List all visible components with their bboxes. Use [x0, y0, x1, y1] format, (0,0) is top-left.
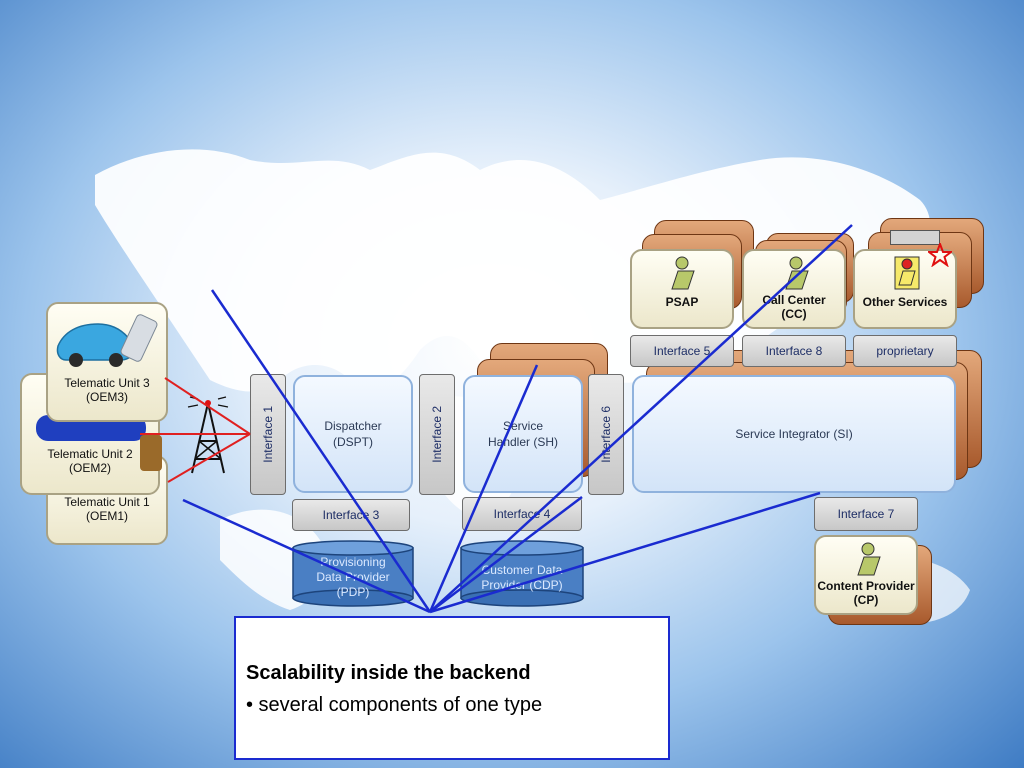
psap-label: PSAP — [665, 295, 699, 309]
telematic-unit-2-oem: (OEM2) — [69, 461, 111, 475]
interface-5-label: Interface 5 — [653, 344, 711, 358]
call-center-label: Call Center — [762, 293, 826, 307]
service-integrator-label: Service Integrator (SI) — [735, 427, 853, 441]
telematic-unit-1-oem: (OEM1) — [86, 509, 128, 523]
other-services-card: Other Services — [853, 249, 957, 329]
call-center-abbr: (CC) — [781, 307, 807, 321]
interface-6: Interface 6 — [588, 374, 624, 495]
cdp-label-line1: Customer Data — [481, 563, 563, 577]
interface-5: Interface 5 — [630, 335, 734, 367]
content-provider-abbr: (CP) — [853, 593, 879, 607]
star-icon — [928, 243, 952, 267]
interface-4: Interface 4 — [462, 497, 582, 531]
dispatcher-label: Dispatcher — [324, 419, 382, 433]
interface-2-label: Interface 2 — [430, 406, 444, 463]
interface-8: Interface 8 — [742, 335, 846, 367]
telematic-unit-3-card: Telematic Unit 3 (OEM3) — [46, 302, 168, 422]
interface-1: Interface 1 — [250, 374, 286, 495]
interface-7-label: Interface 7 — [837, 507, 895, 521]
dispatcher-box: Dispatcher (DSPT) — [293, 375, 413, 493]
service-integrator-box: Service Integrator (SI) — [632, 375, 956, 493]
scalability-callout: Scalability inside the backend • several… — [234, 616, 670, 760]
interface-proprietary: proprietary — [853, 335, 957, 367]
service-handler-abbr: Handler (SH) — [487, 435, 559, 449]
pdp-label-line3: (PDP) — [336, 585, 370, 599]
person-icon — [857, 542, 881, 576]
person-icon — [894, 256, 920, 290]
person-icon — [785, 256, 809, 290]
pdp-label-line1: Provisioning — [320, 555, 386, 569]
interface-4-label: Interface 4 — [493, 507, 551, 521]
call-center-card: Call Center (CC) — [742, 249, 846, 329]
telematic-unit-3-oem: (OEM3) — [86, 390, 128, 404]
dispatcher-abbr: (DSPT) — [333, 435, 373, 449]
interface-7: Interface 7 — [814, 497, 918, 531]
content-provider-card: Content Provider (CP) — [814, 535, 918, 615]
person-icon — [671, 256, 695, 290]
device-icon — [140, 435, 162, 471]
psap-card: PSAP — [630, 249, 734, 329]
cdp-text: Customer Data Provider (CDP) — [460, 563, 584, 593]
interface-8-label: Interface 8 — [765, 344, 823, 358]
other-services-label: Other Services — [862, 295, 948, 309]
telematic-unit-1-label: Telematic Unit 1 — [64, 495, 150, 509]
interface-6-label: Interface 6 — [599, 406, 613, 463]
callout-title: Scalability inside the backend — [246, 662, 531, 684]
interface-1-label: Interface 1 — [261, 406, 275, 463]
cdp-label-line2: Provider (CDP) — [481, 578, 563, 592]
interface-proprietary-label: proprietary — [876, 344, 934, 358]
car-and-phone-icon — [56, 314, 158, 367]
interface-2: Interface 2 — [419, 374, 455, 495]
service-tag-box — [890, 230, 940, 245]
service-handler-box: Service Handler (SH) — [463, 375, 583, 493]
telematic-unit-3-label: Telematic Unit 3 — [64, 376, 150, 390]
interface-3-label: Interface 3 — [322, 508, 380, 522]
antenna-tower-icon — [187, 396, 229, 474]
content-provider-label: Content Provider — [817, 579, 915, 593]
pdp-text: Provisioning Data Provider (PDP) — [292, 555, 414, 600]
telematic-unit-2-label: Telematic Unit 2 — [47, 447, 133, 461]
interface-3: Interface 3 — [292, 499, 410, 531]
service-handler-label: Service — [502, 419, 543, 433]
pdp-label-line2: Data Provider — [316, 570, 390, 584]
callout-bullet: • several components of one type — [246, 694, 543, 716]
